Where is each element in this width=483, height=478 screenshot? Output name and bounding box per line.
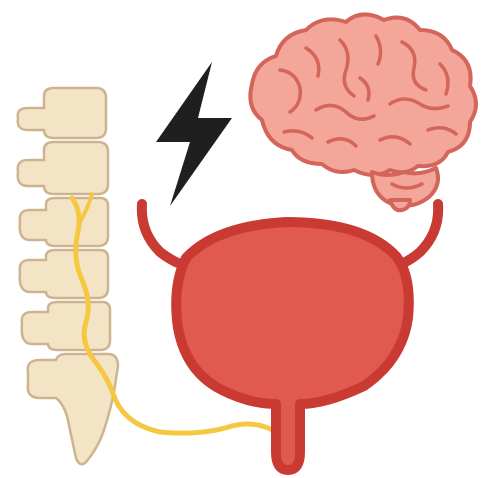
vertebra (20, 250, 108, 298)
vertebra (18, 88, 106, 138)
lightning-bolt-icon (156, 62, 232, 206)
vertebra (22, 302, 110, 350)
brain-icon (250, 14, 476, 210)
vertebra (20, 198, 108, 246)
spine-icon (18, 88, 118, 464)
bladder-icon (142, 204, 438, 470)
vertebra (18, 142, 108, 194)
